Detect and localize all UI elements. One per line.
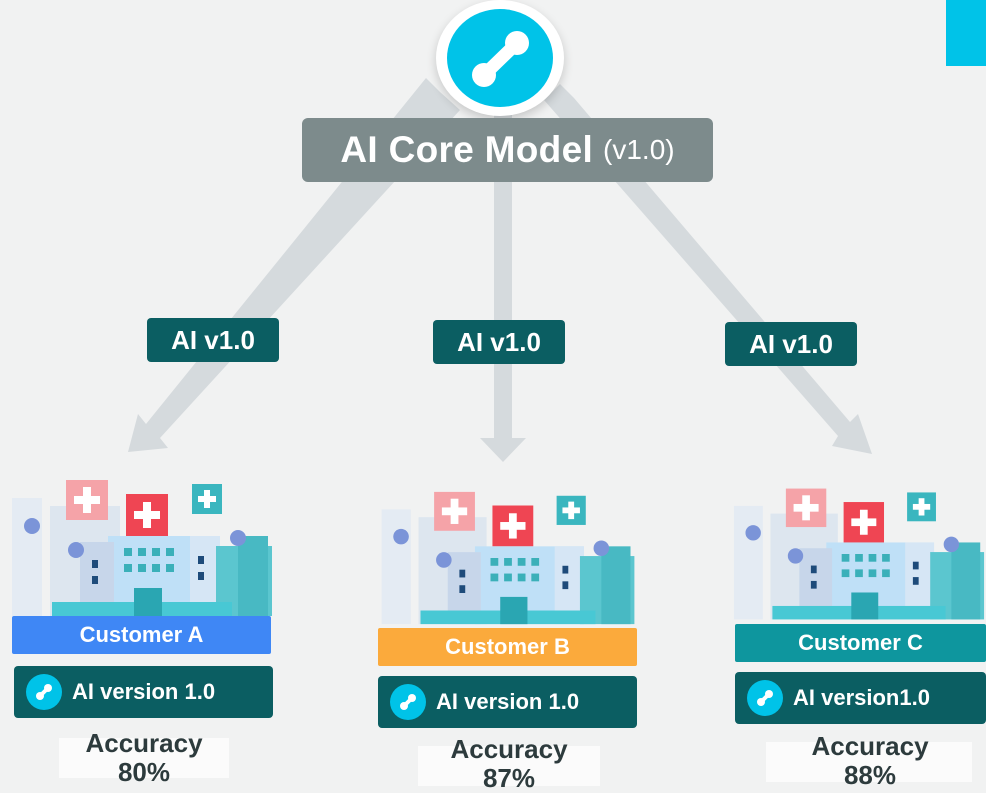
core-model-name: AI Core Model: [340, 129, 594, 170]
customer-b-ai-version: AI version 1.0: [378, 676, 637, 728]
accuracy-a-background: [59, 738, 229, 778]
core-model-logo: [436, 0, 564, 116]
accuracy-label: Accuracy: [450, 734, 568, 764]
customer-c-ai-version: AI version1.0: [735, 672, 986, 724]
link-node-icon: [747, 680, 783, 716]
accuracy-value: 80%: [117, 757, 171, 787]
hospital-building-icon: [733, 488, 985, 620]
accuracy-c: Accuracy 88%: [770, 732, 970, 790]
accuracy-c-background: [766, 742, 972, 782]
accuracy-label: Accuracy: [811, 731, 929, 761]
link-node-icon: [26, 674, 62, 710]
version-badge-c: AI v1.0: [725, 322, 857, 366]
customer-c-label: Customer C: [735, 624, 986, 662]
accuracy-value: 87%: [482, 763, 536, 793]
accuracy-b-background: [418, 746, 600, 786]
ai-version-text: AI version 1.0: [436, 689, 580, 714]
corner-accent: [946, 0, 986, 66]
ai-version-text: AI version1.0: [793, 685, 930, 710]
customer-a-ai-version: AI version 1.0: [14, 666, 273, 718]
customer-a-label: Customer A: [12, 616, 271, 654]
core-model-title: AI Core Model (v1.0): [302, 118, 713, 182]
customer-b-label: Customer B: [378, 628, 637, 666]
accuracy-label: Accuracy: [85, 728, 203, 758]
arrow-to-customer-b: [480, 100, 526, 462]
hospital-building-icon: [12, 480, 272, 616]
version-badge-b: AI v1.0: [433, 320, 565, 364]
link-node-icon: [390, 684, 426, 720]
accuracy-value: 88%: [843, 760, 897, 790]
core-model-version: (v1.0): [603, 134, 675, 165]
hospital-building-icon: [381, 491, 635, 625]
ai-version-text: AI version 1.0: [72, 679, 216, 704]
accuracy-a: Accuracy 80%: [44, 729, 244, 787]
link-node-icon: [472, 31, 529, 87]
accuracy-b: Accuracy 87%: [409, 735, 609, 793]
version-badge-a: AI v1.0: [147, 318, 279, 362]
